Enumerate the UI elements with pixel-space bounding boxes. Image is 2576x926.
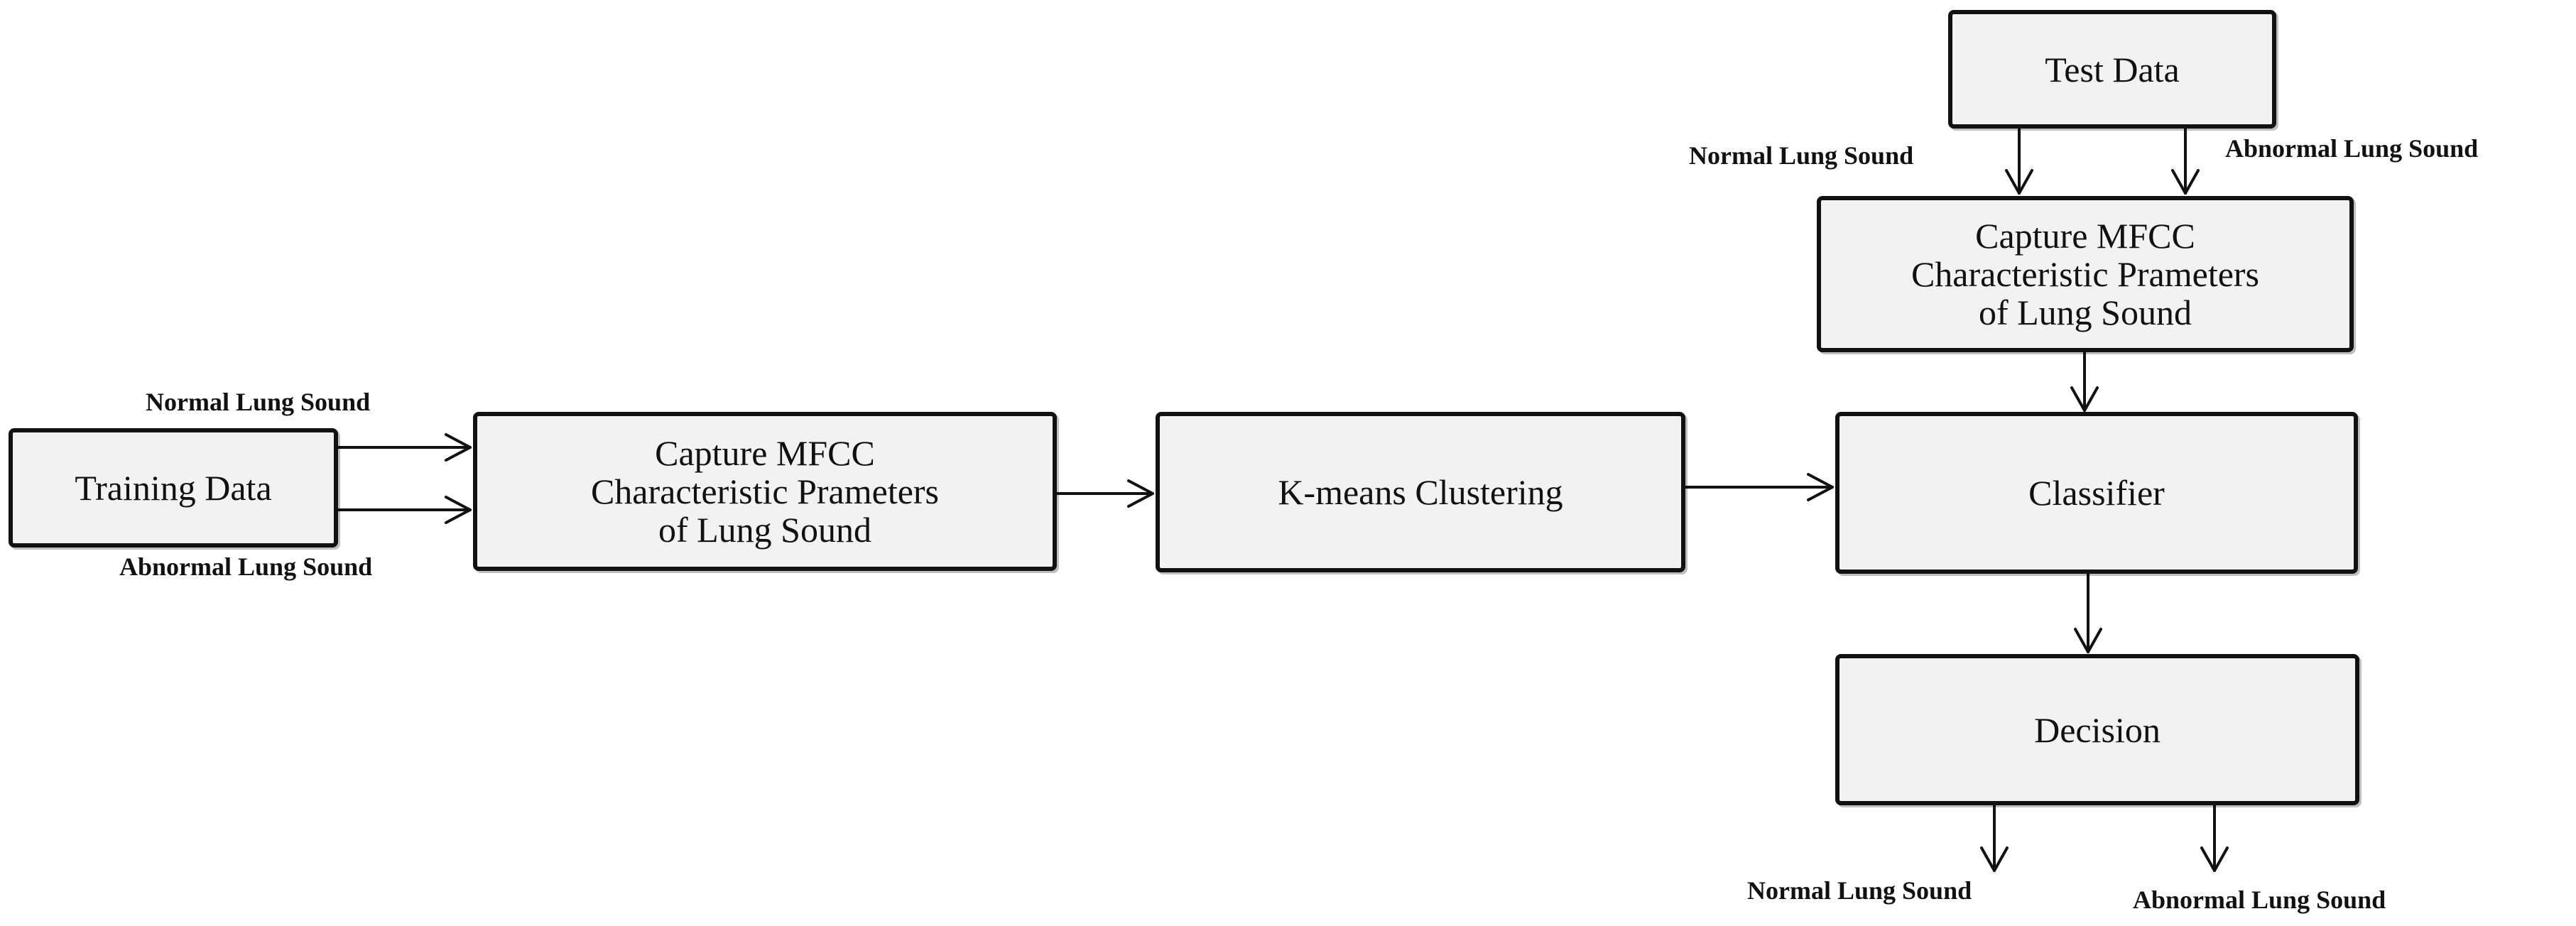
classifier-label: Classifier <box>2028 473 2165 513</box>
decision-label: Decision <box>2034 709 2161 750</box>
decision-abnormal-label: Abnormal Lung Sound <box>2133 886 2386 914</box>
capture-mfcc-test-line3: of Lung Sound <box>1978 293 2192 332</box>
test-normal-label: Normal Lung Sound <box>1689 141 1914 170</box>
classifier-box: Classifier <box>1835 412 2358 574</box>
capture-mfcc-training-line1: Capture MFCC <box>655 433 875 473</box>
test-data-label: Test Data <box>2045 49 2180 89</box>
kmeans-clustering-label: K-means Clustering <box>1278 472 1563 512</box>
training-abnormal-label: Abnormal Lung Sound <box>119 552 373 581</box>
decision-box: Decision <box>1835 654 2359 805</box>
decision-normal-label: Normal Lung Sound <box>1747 876 1972 905</box>
kmeans-clustering-box: K-means Clustering <box>1156 412 1685 572</box>
capture-mfcc-test-line2: Characteristic Prameters <box>1911 254 2260 294</box>
capture-mfcc-training-line3: of Lung Sound <box>658 510 871 550</box>
capture-mfcc-training-box: Capture MFCC Characteristic Prameters of… <box>473 412 1057 571</box>
training-data-box: Training Data <box>9 428 338 548</box>
test-data-box: Test Data <box>1948 10 2276 129</box>
training-normal-label: Normal Lung Sound <box>146 388 371 416</box>
capture-mfcc-training-line2: Characteristic Prameters <box>590 472 940 511</box>
capture-mfcc-test-line1: Capture MFCC <box>1975 216 2195 256</box>
training-data-label: Training Data <box>75 468 272 508</box>
capture-mfcc-test-box: Capture MFCC Characteristic Prameters of… <box>1817 196 2354 352</box>
test-abnormal-label: Abnormal Lung Sound <box>2225 134 2479 163</box>
